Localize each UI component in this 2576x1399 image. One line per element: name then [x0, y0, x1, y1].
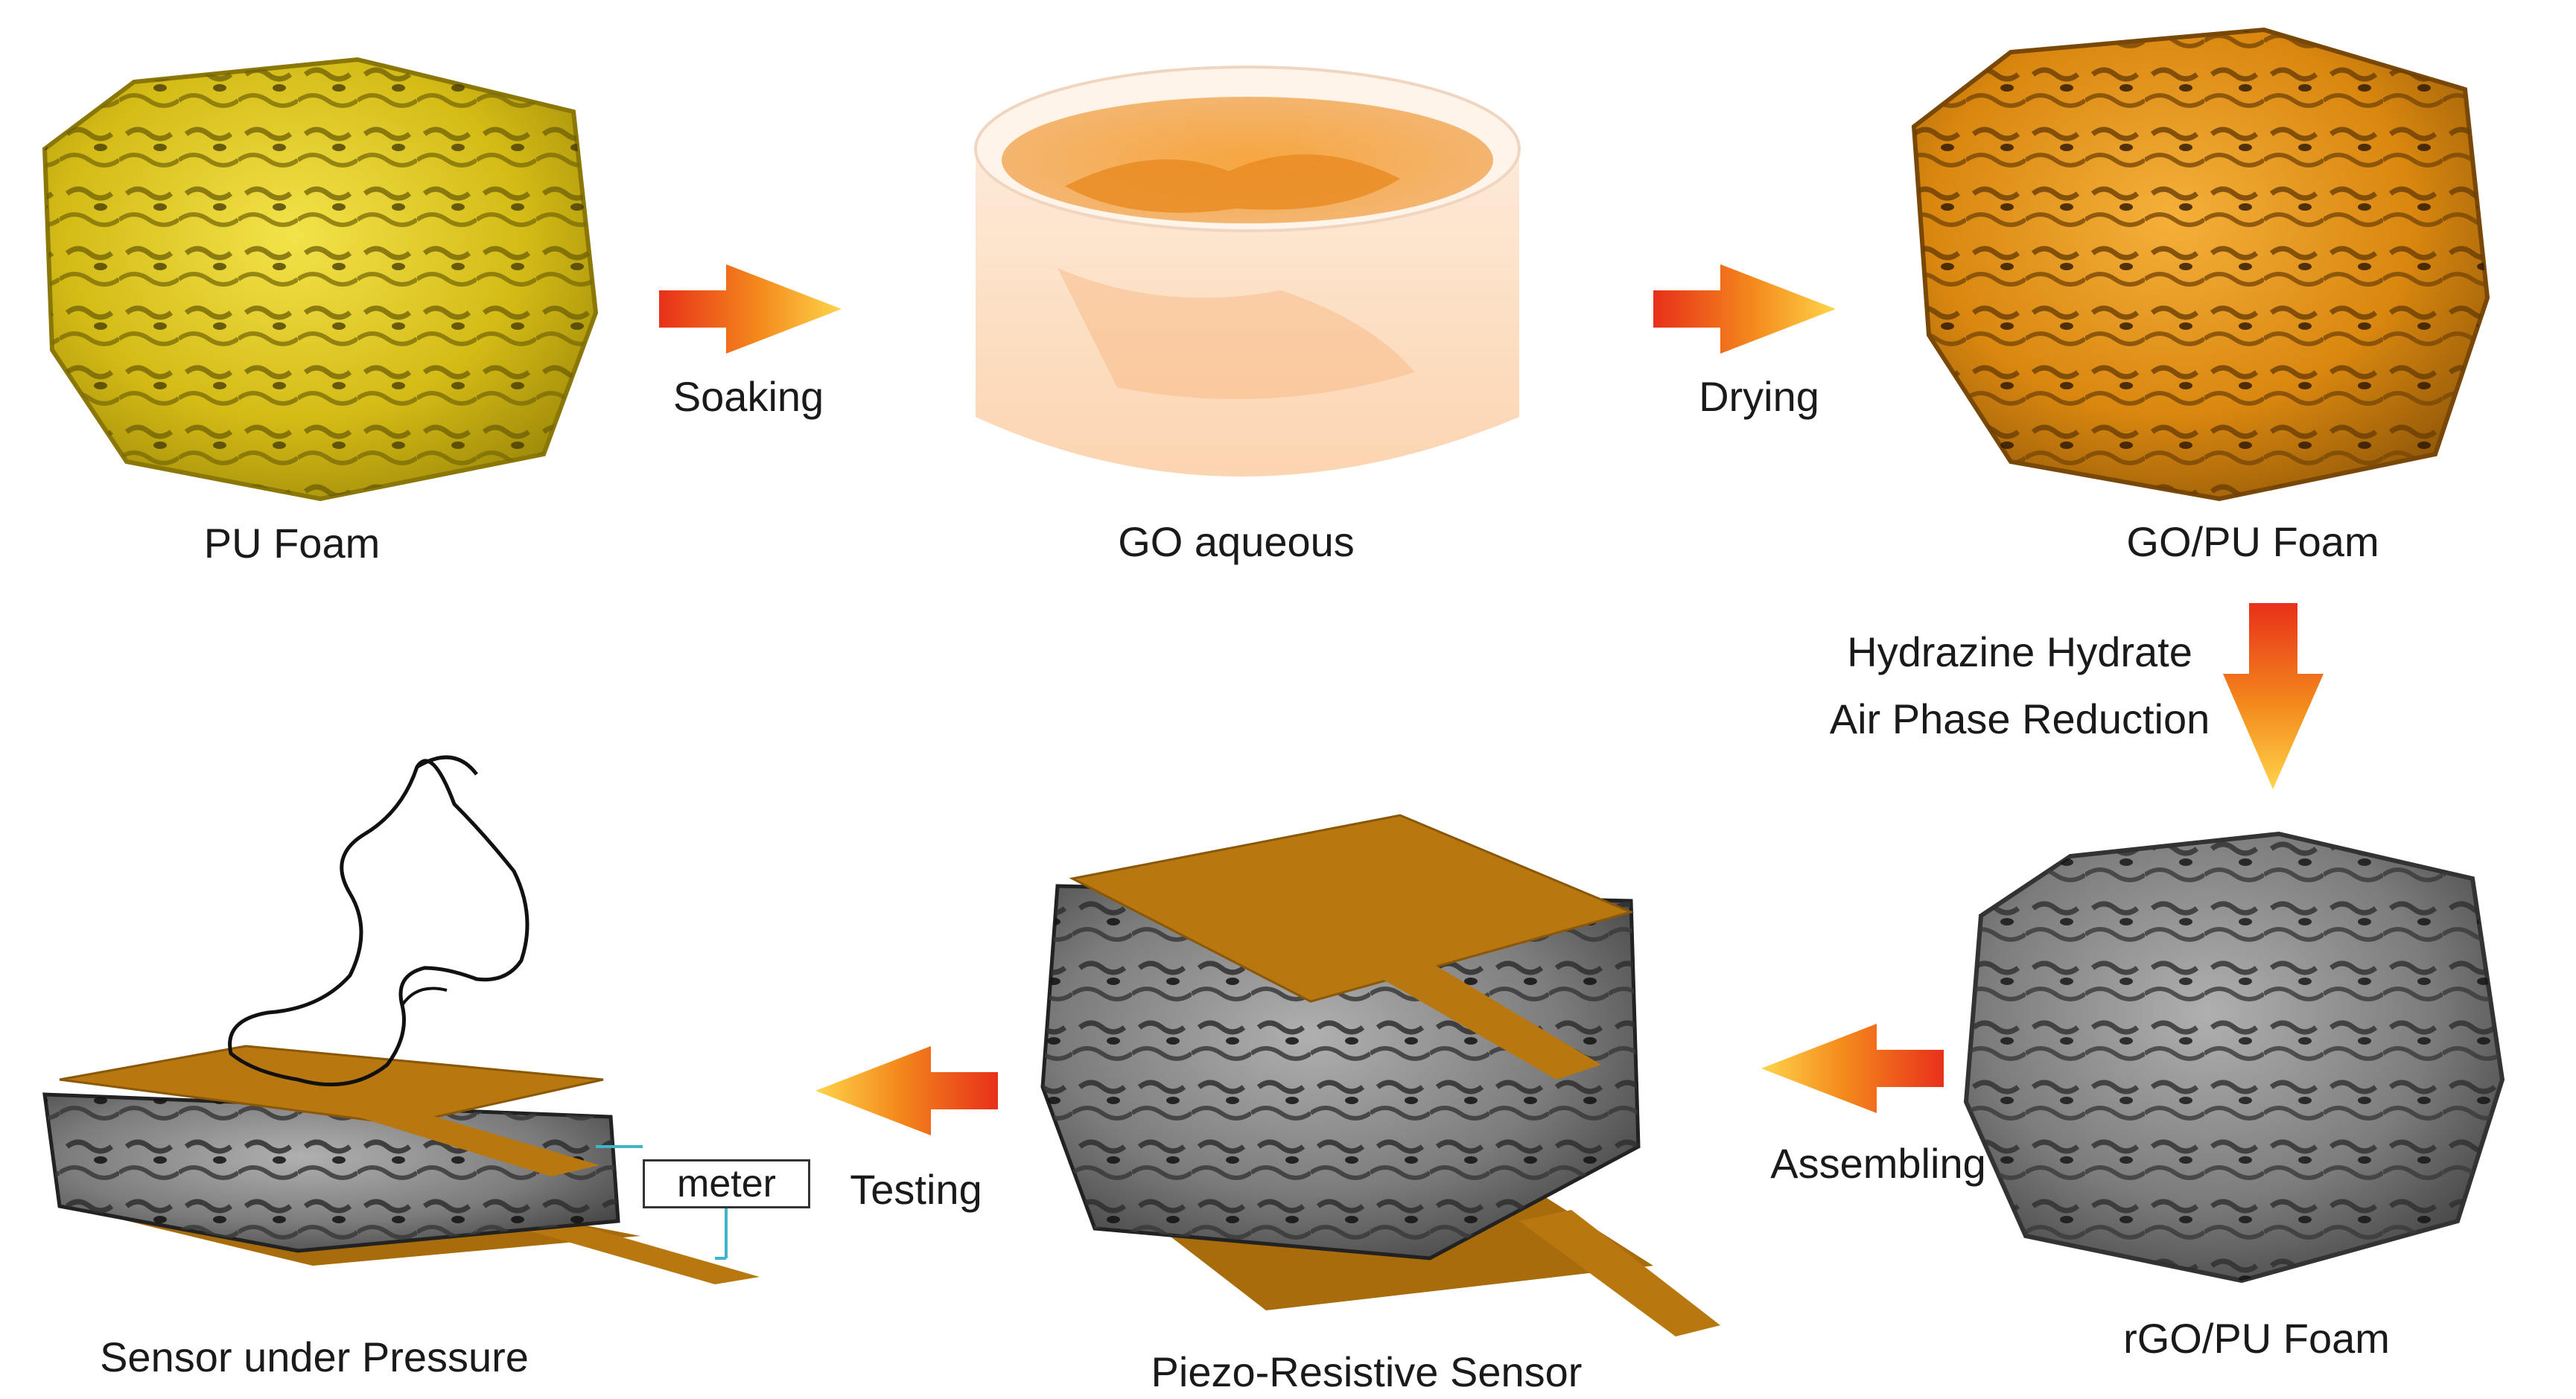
rgo-pu-foam-label: rGO/PU Foam: [2123, 1315, 2390, 1362]
piezo-sensor-label: Piezo-Resistive Sensor: [1151, 1348, 1583, 1395]
rgo-pu-foam-cube: [1963, 831, 2505, 1284]
piezo-sensor-device: [1040, 814, 1720, 1336]
soaking-label: Soaking: [672, 373, 824, 420]
meter-label: meter: [677, 1162, 776, 1205]
testing-arrow-icon: [815, 1046, 998, 1135]
go-pu-foam-cube: [1911, 27, 2490, 502]
reduction-arrow-icon: [2223, 603, 2324, 789]
assembling-label: Assembling: [1770, 1140, 1986, 1187]
drying-arrow-icon: [1653, 264, 1836, 354]
go-beaker-icon: [974, 66, 1521, 477]
drying-label: Drying: [1699, 373, 1819, 420]
hydrazine-label-line2: Air Phase Reduction: [1829, 695, 2210, 742]
finger-icon: [228, 755, 529, 1087]
soaking-arrow-icon: [659, 264, 842, 354]
assembling-arrow-icon: [1761, 1024, 1944, 1113]
pressed-sensor-device: [42, 1045, 760, 1284]
go-aqueous-label: GO aqueous: [1118, 518, 1355, 565]
pu-foam-label: PU Foam: [203, 520, 381, 567]
go-pu-foam-label: GO/PU Foam: [2126, 518, 2379, 565]
meter-box: meter: [643, 1159, 810, 1208]
testing-label: Testing: [850, 1166, 982, 1213]
sensor-under-pressure-label: Sensor under Pressure: [100, 1333, 529, 1380]
pu-foam-cube: [42, 57, 599, 502]
hydrazine-label-line1: Hydrazine Hydrate: [1847, 628, 2192, 675]
